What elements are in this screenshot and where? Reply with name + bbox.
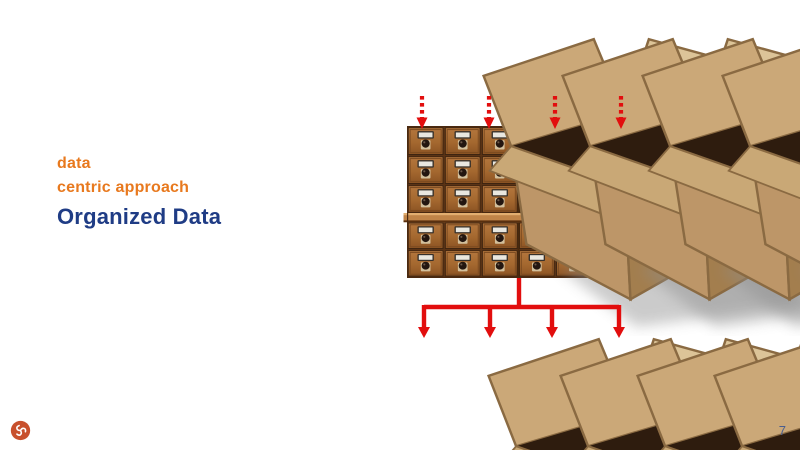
catalog-drawer	[444, 156, 481, 184]
arrow-down-icon	[418, 327, 430, 338]
catalog-drawer	[407, 185, 444, 213]
catalog-drawer	[407, 127, 444, 155]
arrow-down-icon	[484, 327, 496, 338]
catalog-drawer	[407, 250, 444, 277]
arrow-down-icon	[483, 117, 495, 129]
arrow-down-icon	[615, 117, 627, 129]
slide-title: Organized Data	[57, 204, 222, 229]
catalog-drawer	[481, 185, 518, 213]
cabinet-center-seam	[517, 126, 520, 278]
catalog-drawer	[407, 156, 444, 184]
page-number: 7	[778, 423, 786, 438]
diagram-generated-layer	[416, 39, 800, 450]
catalog-drawer	[444, 127, 481, 155]
kicker-line-1: data	[57, 155, 91, 172]
arrow-down-icon	[416, 117, 428, 129]
logo-spiral-icon	[16, 424, 27, 436]
arrow-down-icon	[546, 327, 558, 338]
catalog-drawer	[481, 222, 518, 249]
arrow-down-icon	[613, 327, 625, 338]
catalog-drawer	[407, 222, 444, 249]
catalog-drawer	[444, 250, 481, 277]
arrow-down-icon	[549, 117, 561, 129]
catalog-drawer	[444, 222, 481, 249]
catalog-drawer	[481, 250, 518, 277]
output-connector	[418, 278, 625, 338]
company-logo	[10, 420, 31, 441]
input-arrows	[416, 96, 627, 129]
kicker-line-2: centric approach	[57, 179, 190, 196]
catalog-drawer	[444, 185, 481, 213]
cabinet-shelf	[403, 213, 634, 223]
title-block: data centric approach Organized Data	[57, 152, 221, 232]
